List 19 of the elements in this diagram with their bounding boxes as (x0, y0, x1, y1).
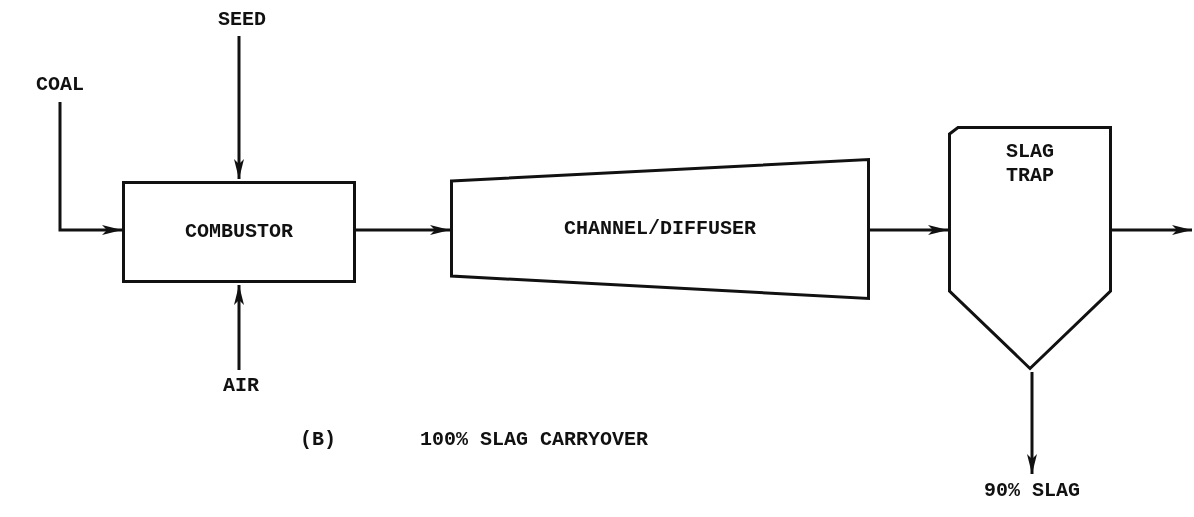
combustor-box (122, 181, 356, 283)
flow-arrow (58, 102, 122, 235)
flow-arrow (234, 285, 244, 370)
node-label: SLAG TRAP (1005, 140, 1055, 188)
slag-trap-vessel (948, 126, 1112, 370)
flow-label: AIR (205, 372, 277, 400)
flow-arrow (1027, 372, 1037, 474)
flow-arrow (234, 36, 244, 179)
node-label: CHANNEL/DIFFUSER (564, 217, 756, 241)
flow-label: 90% SLAG (960, 476, 1104, 506)
channel-diffuser-trapezoid (450, 158, 870, 300)
flow-label: COAL (15, 70, 105, 100)
flow-arrow (1112, 225, 1192, 235)
caption-text: 100% SLAG CARRYOVER (420, 428, 649, 452)
node-label: COMBUSTOR (185, 220, 293, 244)
flow-arrow (870, 225, 948, 235)
flow-arrow (356, 225, 450, 235)
flow-label: SEED (200, 6, 284, 34)
panel-label: (B) (300, 428, 336, 452)
